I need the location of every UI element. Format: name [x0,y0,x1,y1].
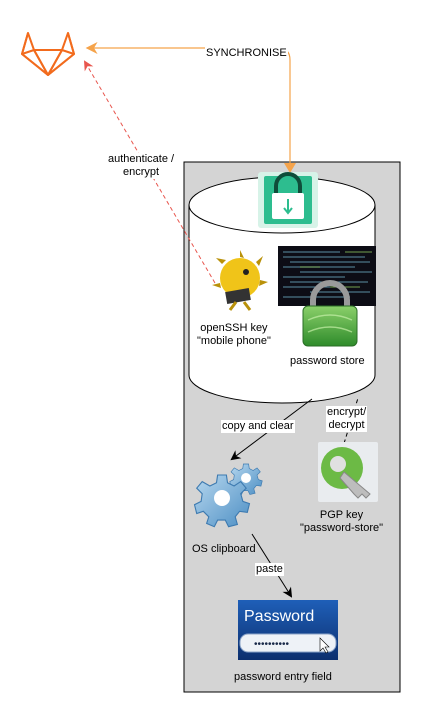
gears-icon [193,463,263,528]
password-field-icon: Password •••••••••• [238,600,338,660]
pgp-key-icon [318,442,378,502]
copy-and-clear-label: copy and clear [221,420,295,433]
terminal-screen-icon [278,246,376,306]
synchronise-arrow [85,42,291,170]
gitlab-fox-icon [21,32,75,76]
password-screen-text: Password [244,608,314,625]
synchronise-label: SYNCHRONISE [205,47,288,60]
padlock-icon [302,280,358,347]
encrypt-decrypt-label: encrypt/ decrypt [326,406,368,432]
password-store-label: password store [290,355,365,367]
pgp-key-label: PGP key "password-store" [300,509,384,534]
authenticate-label: authenticate / encrypt [107,153,176,179]
password-entry-field-label: password entry field [234,671,332,683]
password-store-app-icon [258,172,318,228]
synchronise-arrow-head-bottom [284,163,296,173]
password-dots: •••••••••• [254,639,290,650]
openssh-key-label: openSSH key "mobile phone" [197,322,271,347]
paste-label: paste [255,563,284,576]
os-clipboard-label: OS clipboard [192,543,256,555]
openssh-blowfish-icon [212,250,268,311]
